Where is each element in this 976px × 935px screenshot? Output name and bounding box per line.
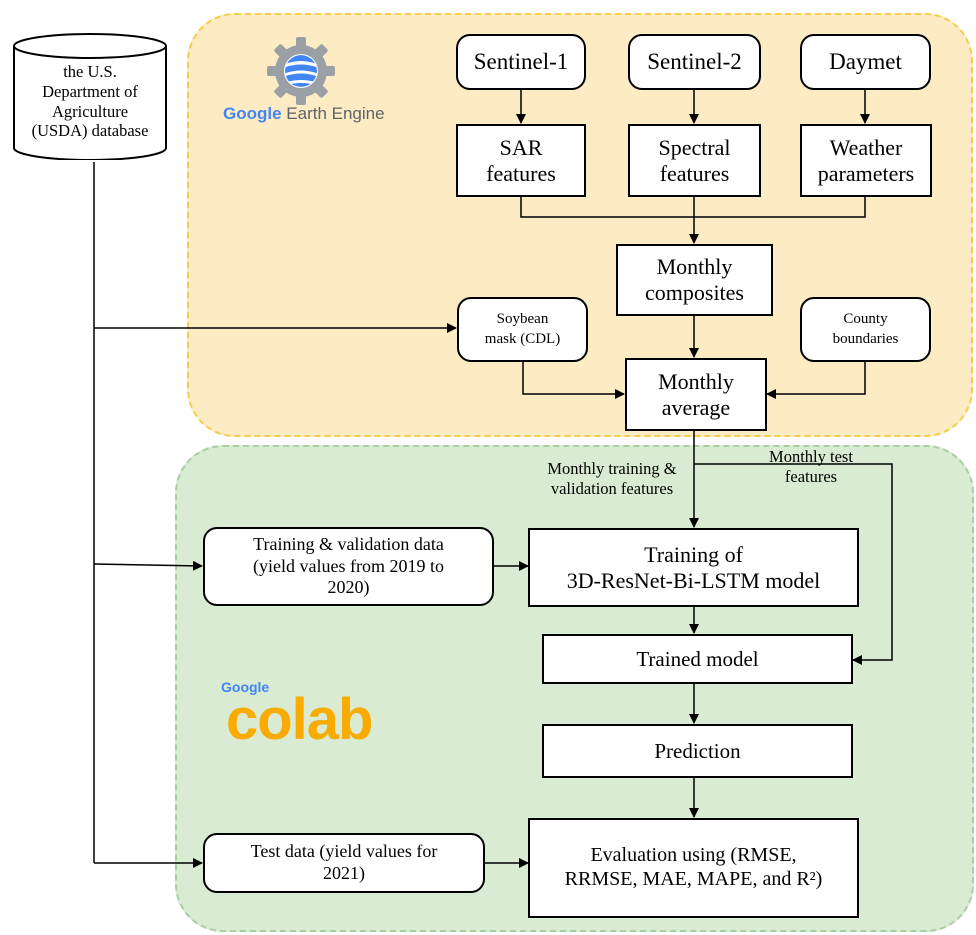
label-monthly-training-validation-features: Monthly training & validation features xyxy=(547,459,677,498)
node-spectral-features: Spectral features xyxy=(628,124,761,197)
node-test-data: Test data (yield values for 2021) xyxy=(203,833,485,893)
colab-logo-text: colab xyxy=(226,687,373,752)
node-evaluation: Evaluation using (RMSE, RRMSE, MAE, MAPE… xyxy=(528,818,859,918)
edge-features-merge xyxy=(520,197,866,218)
node-daymet: Daymet xyxy=(800,34,931,90)
earth-engine-logo-text: Earth Engine xyxy=(281,104,385,123)
colab-logo-google: Google xyxy=(221,679,270,695)
node-soybean-mask: Soybean mask (CDL) xyxy=(457,297,588,362)
database-cylinder-icon xyxy=(13,33,167,160)
node-trained-model: Trained model xyxy=(542,634,853,684)
node-training-validation-data: Training & validation data (yield values… xyxy=(203,527,494,606)
node-sentinel-2: Sentinel-2 xyxy=(628,34,761,90)
node-sentinel-1: Sentinel-1 xyxy=(456,34,586,90)
database-label: the U.S. Department of Agriculture (USDA… xyxy=(31,62,149,141)
edge-county-average xyxy=(766,362,866,399)
node-weather-parameters: Weather parameters xyxy=(800,124,932,197)
earth-engine-logo: Google Earth Engine xyxy=(223,104,385,124)
earth-engine-gear-icon xyxy=(267,37,335,105)
node-sar-features: SAR features xyxy=(456,124,586,197)
edge-average-trained-test xyxy=(694,463,893,665)
edge-database-traindata xyxy=(93,560,203,571)
earth-engine-logo-google: Google xyxy=(223,104,282,123)
node-monthly-average: Monthly average xyxy=(625,358,767,431)
node-prediction: Prediction xyxy=(542,724,853,778)
node-monthly-composites: Monthly composites xyxy=(616,244,773,316)
node-county-boundaries: County boundaries xyxy=(800,297,931,362)
label-monthly-test-features: Monthly test features xyxy=(769,447,853,486)
node-training-model: Training of 3D-ResNet-Bi-LSTM model xyxy=(528,528,859,607)
edge-mask-average xyxy=(522,362,625,399)
